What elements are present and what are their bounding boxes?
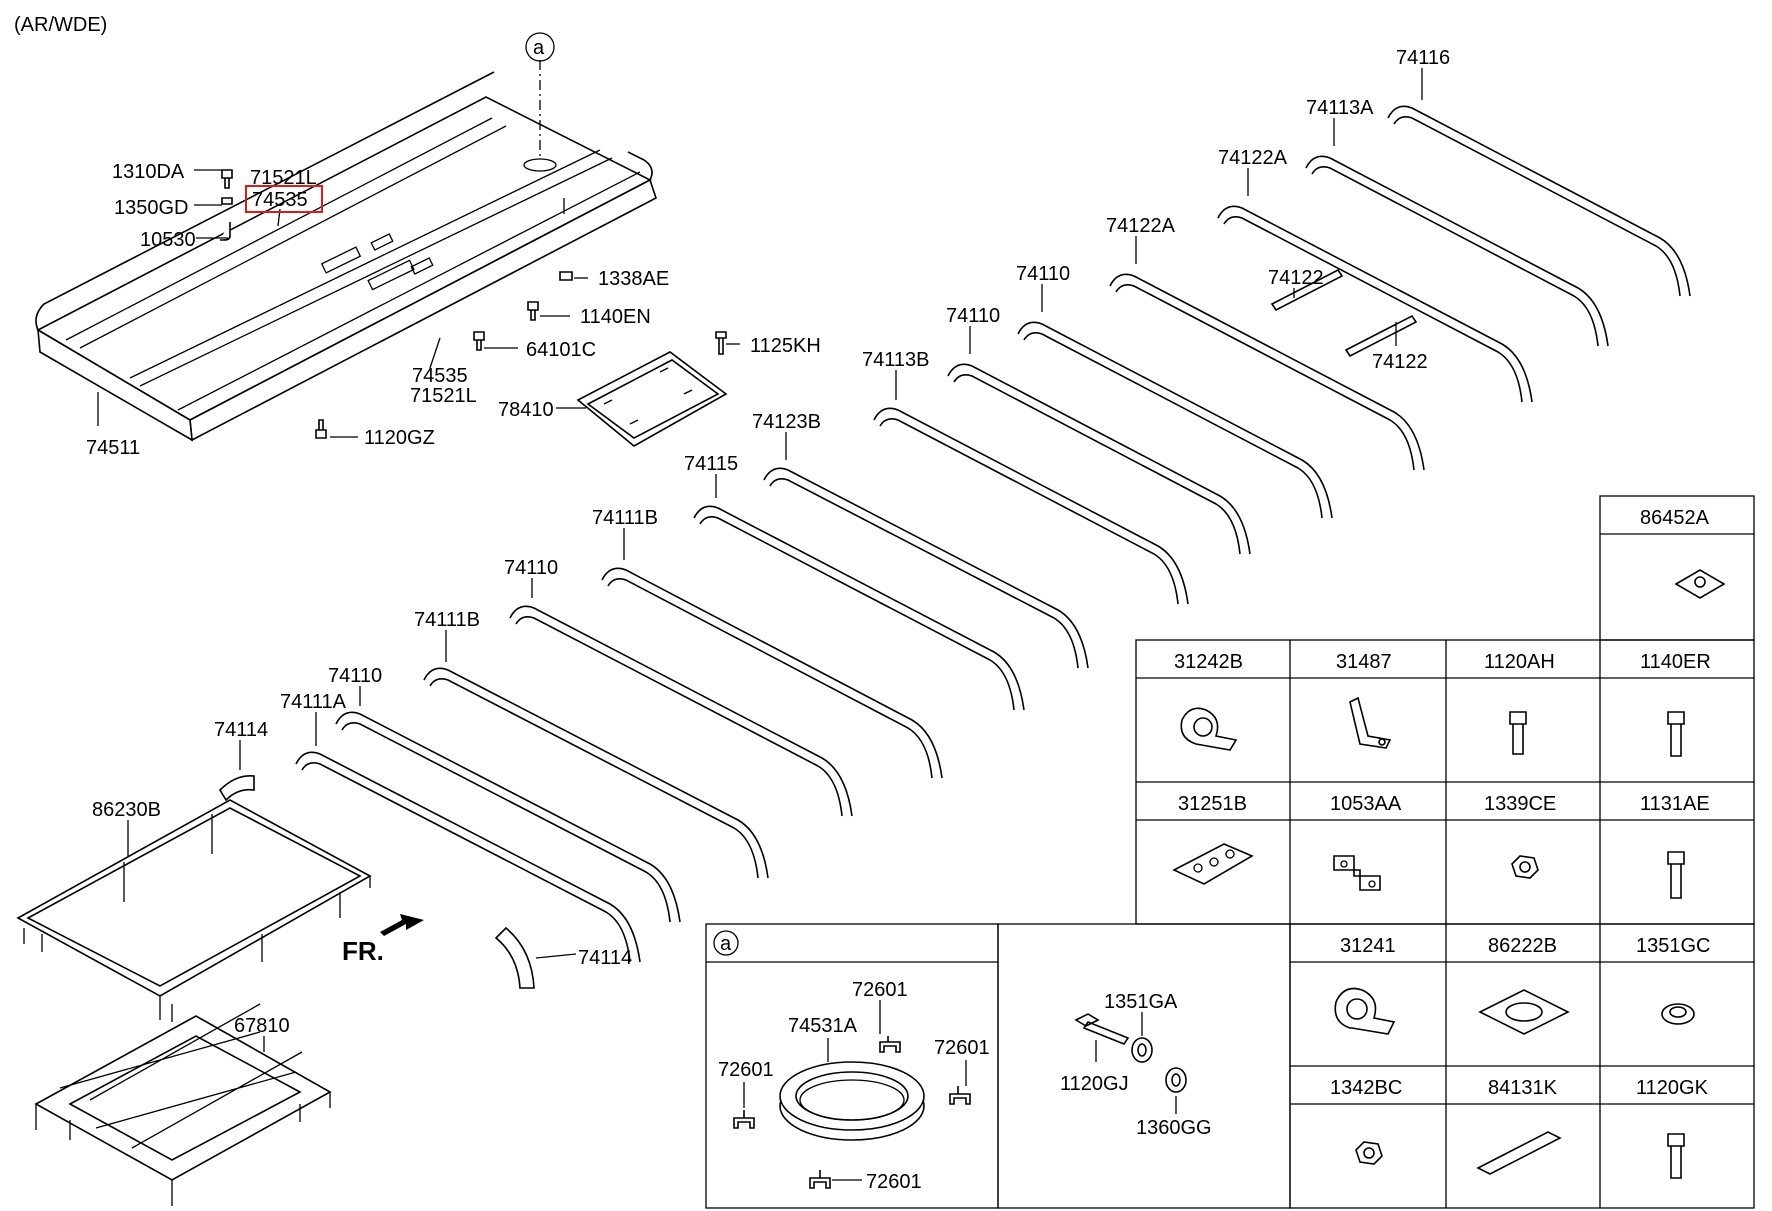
cell-label-31251B: 31251B [1178,793,1247,815]
label-74110-1: 74110 [1016,263,1070,285]
front-arrow [380,914,424,936]
cell-label-1140ER: 1140ER [1640,651,1711,673]
roof-panel-labels: 1310DA 1350GD 10530 71521L 74535 1338AE … [86,161,821,459]
label-74111A: 74111A [280,691,347,713]
label-1338AE: 1338AE [598,268,669,290]
label-74113A: 74113A [1306,97,1374,119]
hex-bolt-icon [1667,1133,1685,1179]
hex-bolt-icon [1667,851,1685,899]
label-1120GZ: 1120GZ [364,427,435,449]
label-1360GG: 1360GG [1136,1117,1212,1139]
label-71521L-top: 71521L [250,167,317,189]
label-74535-top: 74535 [252,189,308,211]
tape-strip-icon [1476,1131,1562,1175]
cell-label-84131K: 84131K [1488,1077,1558,1099]
clip-icon [809,1170,831,1189]
seal-ring-icon [779,1061,925,1141]
label-1140EN: 1140EN [580,306,651,328]
floor-frame-86230B [16,799,372,1022]
roof-bows [218,105,1691,989]
label-74531A: 74531A [788,1015,858,1037]
washer-pad-icon [1478,989,1570,1035]
hex-bolt-icon [1509,711,1527,755]
label-71521L-bottom: 71521L [410,385,477,407]
bolt-icon [220,169,727,439]
frame-labels: 86230B 67810 [92,799,290,1037]
label-72601-top: 72601 [852,979,908,1001]
bolt-icon [1074,1013,1130,1045]
callout-box-title: a [720,933,732,955]
cell-label-86452A: 86452A [1640,507,1710,529]
roof-vent-78410 [576,351,728,447]
label-78410: 78410 [498,399,554,421]
label-74122A-2: 74122A [1106,215,1176,237]
p-clamp-icon [1180,707,1238,751]
hex-bolt-icon [1667,711,1685,757]
svg-text:a: a [533,37,545,59]
clip-icon [733,1110,755,1129]
cell-label-31241: 31241 [1340,935,1396,957]
label-72601-right: 72601 [934,1037,990,1059]
label-74535-bottom: 74535 [412,365,468,387]
label-67810: 67810 [234,1015,290,1037]
label-1120GJ: 1120GJ [1060,1073,1129,1095]
highlight-box [245,185,323,213]
plate-icon [1172,843,1254,885]
label-74122-1: 74122 [1268,267,1324,289]
cell-label-31487: 31487 [1336,651,1392,673]
p-clamp-icon [1334,987,1396,1035]
cell-label-1120GK: 1120GK [1636,1077,1709,1099]
cell-label-1342BC: 1342BC [1330,1077,1402,1099]
label-74115: 74115 [684,453,738,475]
label-74110-3: 74110 [504,557,558,579]
label-64101C: 64101C [526,339,596,361]
hex-nut-icon [1355,1141,1383,1165]
cell-label-31242B: 31242B [1174,651,1243,673]
callout-marker-a: a [525,32,555,62]
callout-box-a: a 72601 74531A 72601 72601 72601 1351GA [705,923,1291,1209]
roof-panel-assembly [35,60,727,442]
label-1351GA: 1351GA [1104,991,1178,1013]
cell-label-1131AE: 1131AE [1640,793,1710,815]
label-74511: 74511 [86,437,140,459]
angle-bracket-icon [1349,696,1392,749]
floor-frame-67810 [34,1003,332,1206]
label-74113B: 74113B [862,349,929,371]
label-74116: 74116 [1396,47,1450,69]
label-1310DA: 1310DA [112,161,185,183]
hardware-table: 86452A 31242B 31487 1120AH 1140ER 31251B… [1135,495,1755,1209]
clip-icon [879,1036,901,1053]
hex-nut-icon [1511,855,1539,879]
label-74122-2: 74122 [1372,351,1428,373]
grommet-icon [1661,1003,1695,1025]
label-74122A-1: 74122A [1218,147,1288,169]
bow-labels: 74116 74113A 74122A 74122A 74122 74122 7… [214,47,1450,969]
clip-icon [949,1086,971,1105]
cell-label-1351GC: 1351GC [1636,935,1711,957]
label-86230B: 86230B [92,799,161,821]
leader-lines [97,68,1423,1052]
label-74110-2: 74110 [946,305,1000,327]
label-10530: 10530 [140,229,196,251]
cell-label-1120AH: 1120AH [1484,651,1555,673]
z-bracket-icon [1333,855,1381,891]
label-74114-1: 74114 [214,719,268,741]
label-74114-2: 74114 [578,947,632,969]
label-72601-bottom: 72601 [866,1171,922,1193]
cell-label-1339CE: 1339CE [1484,793,1556,815]
label-74110-4: 74110 [328,665,382,687]
label-74111B-1: 74111B [592,507,658,529]
front-indicator: FR. [342,936,384,966]
variant-code: (AR/WDE) [14,14,107,36]
square-nut-icon [1674,569,1726,599]
label-1350GD: 1350GD [114,197,189,219]
label-74111B-2: 74111B [414,609,480,631]
cell-label-1053AA: 1053AA [1330,793,1402,815]
cell-label-86222B: 86222B [1488,935,1557,957]
label-72601-left: 72601 [718,1059,774,1081]
label-74123B: 74123B [752,411,821,433]
label-1125KH: 1125KH [750,335,821,357]
